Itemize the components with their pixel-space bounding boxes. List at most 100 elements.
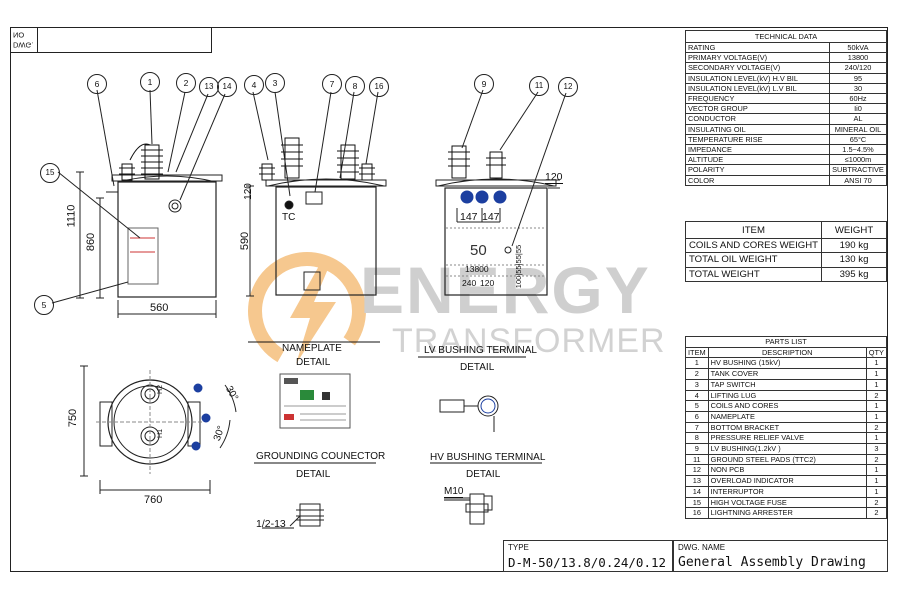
watermark-text-energy: ENERGY: [360, 253, 651, 327]
nameplate-detail: [279, 373, 351, 429]
balloon-14: 14: [217, 77, 237, 97]
dwg-name-value: General Assembly Drawing: [678, 555, 866, 570]
weights-header-item: ITEM: [685, 221, 822, 239]
type-label: TYPE: [508, 543, 529, 552]
dwg-name-label: DWG. NAME: [678, 543, 726, 552]
side-view: [246, 91, 387, 297]
table-row: SECONDARY VOLTAGE(V)240/120: [685, 62, 887, 74]
balloon-15: 15: [40, 163, 60, 183]
balloon-8: 8: [345, 76, 365, 96]
dim-rear-240: 240: [462, 278, 477, 288]
lv-detail-title: LV BUSHING TERMINAL: [424, 345, 537, 356]
balloon-5: 5: [34, 295, 54, 315]
table-row: ALTITUDE≤1000m: [685, 154, 887, 166]
dim-front-height-total: 1110: [65, 204, 78, 228]
watermark-text-transformer: TRANSFORMER: [392, 322, 666, 360]
grounding-detail: [289, 503, 324, 527]
balloon-13: 13: [199, 77, 219, 97]
dim-rear-spacing-1: 147: [460, 211, 478, 223]
weights-header-weight: WEIGHT: [821, 221, 887, 239]
hv-terminal-detail: [444, 493, 493, 525]
dim-side-cover-gap: 120: [242, 183, 254, 200]
dim-m10: M10: [444, 486, 464, 498]
rear-view: [435, 89, 567, 296]
grounding-detail-sub: DETAIL: [296, 469, 331, 480]
dim-rear-right-stack: 100|55|55|55: [514, 244, 524, 289]
watermark-logo: [248, 252, 366, 370]
technical-data-title: TECHNICAL DATA: [685, 30, 887, 43]
hv-detail-title: HV BUSHING TERMINAL: [430, 452, 546, 463]
title-block-dwg-name: DWG. NAME General Assembly Drawing: [673, 540, 888, 572]
balloon-11: 11: [529, 76, 549, 96]
dim-rear-13800: 13800: [465, 264, 489, 274]
balloon-12: 12: [558, 77, 578, 97]
dim-rear-120: 120: [480, 278, 495, 288]
assembly-drawing: [51, 89, 567, 529]
plan-view: [80, 365, 237, 494]
dim-tc: TC: [282, 212, 296, 223]
hv-detail-sub: DETAIL: [466, 469, 501, 480]
label-h1: H1: [156, 429, 164, 438]
title-block-type: TYPE D-M-50/13.8/0.24/0.12: [503, 540, 673, 572]
grounding-detail-title: GROUNDING COUNECTOR: [256, 451, 386, 462]
balloon-2: 2: [176, 73, 196, 93]
parts-list-title: PARTS LIST: [685, 336, 887, 348]
dim-side-height: 590: [239, 231, 252, 251]
dim-front-height-tank: 860: [85, 232, 98, 252]
balloon-7: 7: [322, 74, 342, 94]
balloon-16: 16: [369, 77, 389, 97]
label-h2: H2: [156, 385, 164, 394]
dim-rear-top: 120: [545, 171, 563, 184]
drawing-number-box: NO DWG.: [10, 27, 212, 53]
dim-front-width: 560: [150, 302, 169, 314]
balloon-9: 9: [474, 74, 494, 94]
dim-plan-width: 760: [144, 494, 163, 506]
lv-detail-sub: DETAIL: [460, 362, 495, 373]
front-view: [51, 89, 226, 318]
dim-rear-spacing-2: 147: [482, 211, 500, 223]
dim-thread: 1/2-13: [256, 518, 286, 530]
type-value: D-M-50/13.8/0.24/0.12: [508, 555, 667, 570]
dim-rear-50: 50: [470, 242, 487, 259]
balloon-3: 3: [265, 73, 285, 93]
balloon-1: 1: [140, 72, 160, 92]
nameplate-detail-title: NAMEPLATE: [282, 343, 342, 354]
balloon-4: 4: [244, 75, 264, 95]
drawing-sheet: [10, 27, 888, 572]
table-row: PRIMARY VOLTAGE(V)13800: [685, 52, 887, 64]
nameplate-detail-sub: DETAIL: [296, 357, 331, 368]
lv-terminal-detail: [439, 395, 499, 432]
